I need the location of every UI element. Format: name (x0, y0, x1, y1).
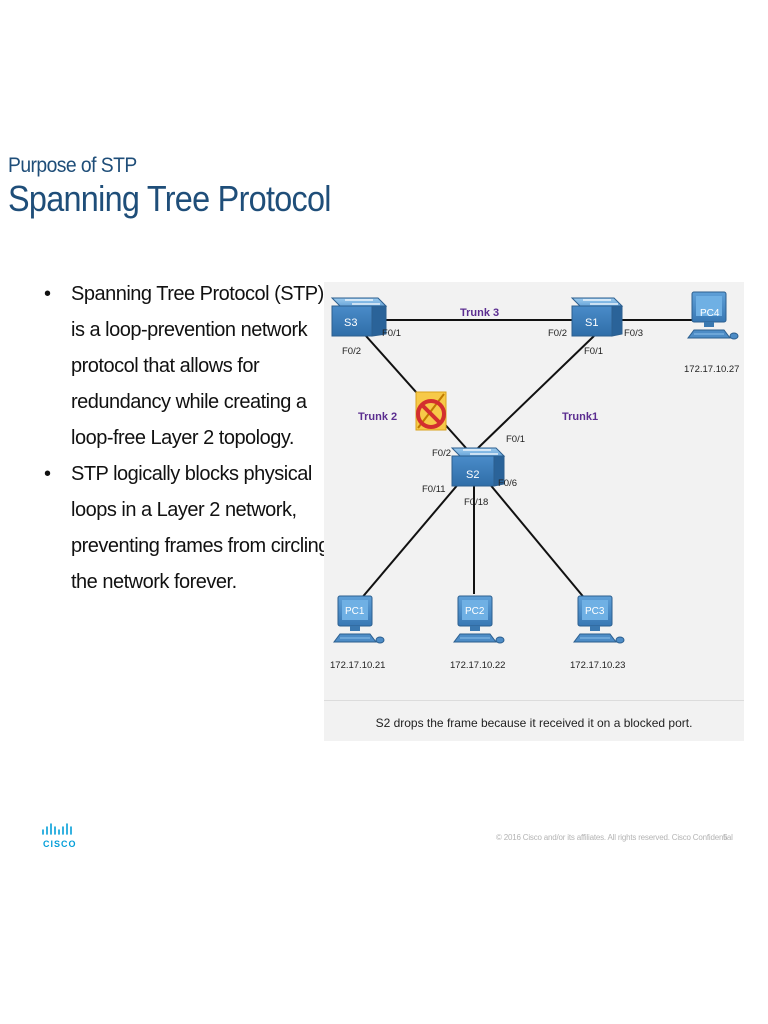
pc1-ip: 172.17.10.21 (330, 660, 385, 671)
switch-s2-label: S2 (466, 469, 479, 481)
port-label: F0/1 (506, 434, 525, 445)
s2-pc1-link (359, 481, 461, 601)
port-label: F0/1 (584, 346, 603, 357)
pc4-ip: 172.17.10.27 (684, 364, 739, 375)
bullet-dot-icon: • (44, 463, 51, 485)
trunk3-label: Trunk 3 (460, 307, 499, 319)
pc1-icon (333, 595, 385, 644)
port-label: F0/2 (432, 448, 451, 459)
caption-band (324, 700, 744, 741)
bullet-list: • Spanning Tree Protocol (STP) is a loop… (44, 276, 334, 600)
cisco-logo-icon (42, 823, 72, 835)
trunk1-label: Trunk1 (562, 411, 598, 423)
bullet-dot-icon: • (44, 283, 51, 305)
pc2-ip: 172.17.10.22 (450, 660, 505, 671)
pc3-label: PC3 (585, 606, 605, 617)
s2-pc3-link (487, 481, 587, 601)
bullet-text: Spanning Tree Protocol (STP) is a loop-p… (71, 283, 324, 449)
pc3-ip: 172.17.10.23 (570, 660, 625, 671)
switch-s3-label: S3 (344, 317, 357, 329)
footer-copyright: © 2016 Cisco and/or its affiliates. All … (496, 833, 733, 842)
diagram-caption: S2 drops the frame because it received i… (375, 716, 693, 730)
port-label: F0/6 (498, 478, 517, 489)
port-label: F0/3 (624, 328, 643, 339)
port-label: F0/2 (342, 346, 361, 357)
pc1-label: PC1 (345, 606, 365, 617)
bullet-item: • STP logically blocks physical loops in… (44, 456, 334, 600)
links (359, 319, 700, 601)
port-label: F0/2 (548, 328, 567, 339)
slide-subtitle: Purpose of STP (8, 154, 137, 177)
port-label: F0/1 (382, 328, 401, 339)
diagram-panel (324, 282, 744, 740)
trunk2-label: Trunk 2 (358, 411, 397, 423)
port-label: F0/18 (464, 497, 488, 508)
bullet-item: • Spanning Tree Protocol (STP) is a loop… (44, 276, 334, 456)
switch-s3-icon (330, 297, 388, 337)
trunk1-link (477, 335, 595, 449)
pc2-label: PC2 (465, 606, 485, 617)
port-label: F0/11 (422, 484, 446, 495)
switch-s1-label: S1 (585, 317, 598, 329)
slide-title: Spanning Tree Protocol (8, 178, 332, 219)
pc3-icon (573, 595, 625, 644)
blocked-port-icon (415, 391, 447, 431)
switch-s2-icon (450, 447, 506, 487)
switch-s1-icon (570, 297, 624, 337)
pc2-icon (453, 595, 505, 644)
page-number: 5 (723, 833, 728, 842)
pc4-label: PC4 (700, 308, 720, 319)
bullet-text: STP logically blocks physical loops in a… (71, 463, 329, 593)
cisco-logo-text: CISCO (43, 839, 77, 849)
